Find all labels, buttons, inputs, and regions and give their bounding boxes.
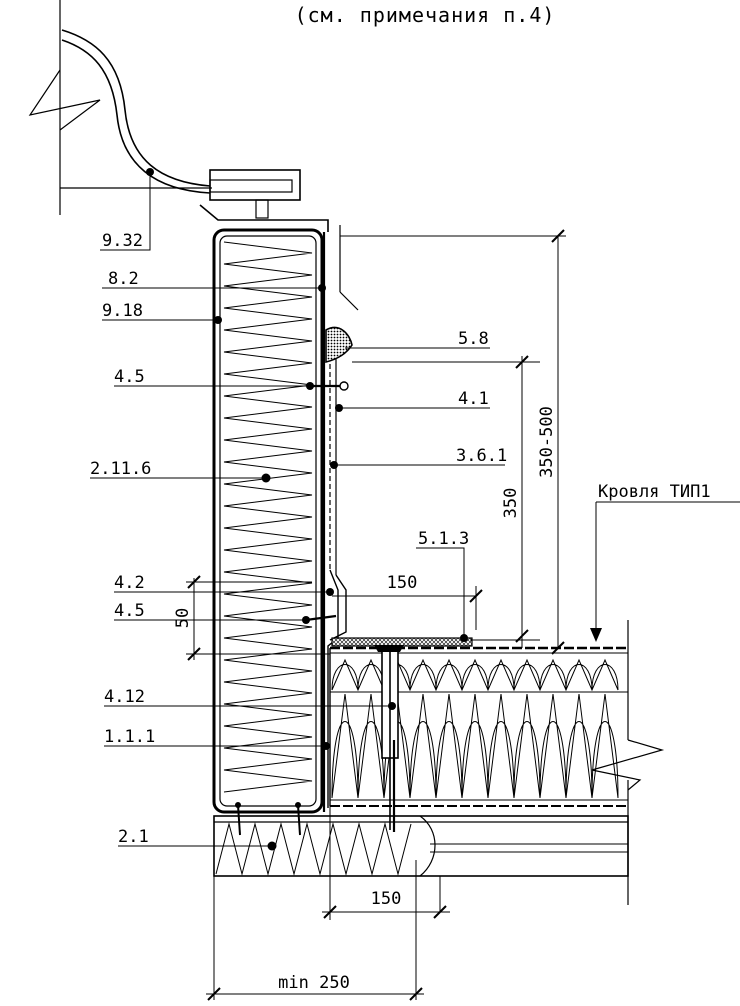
callout-2-1: 2.1 (118, 827, 149, 847)
parapet-insulation-panel (212, 228, 324, 836)
adjacent-wall (28, 0, 212, 215)
dim-350-500: 350-500 (537, 406, 557, 478)
dim-350: 350 (501, 488, 521, 519)
callout-4-5-lower: 4.5 (114, 601, 145, 621)
callout-4-12: 4.12 (104, 687, 145, 707)
callout-2-11-6: 2.11.6 (90, 459, 151, 479)
callout-3-6-1: 3.6.1 (456, 446, 507, 466)
callout-4-1: 4.1 (458, 389, 489, 409)
dim-150-bottom: 150 (371, 889, 402, 909)
callout-labels: 9.32 8.2 9.18 4.5 2.11.6 4.2 4.5 4.12 1.… (90, 231, 711, 847)
dim-min-250: min 250 (278, 973, 350, 993)
dimension-labels: 350-500 350 150 50 150 min 250 (173, 406, 557, 993)
callout-dots (146, 168, 602, 851)
callout-roof-type: Кровля ТИП1 (598, 482, 711, 502)
callout-9-18: 9.18 (102, 301, 143, 321)
roof-insulation (329, 620, 665, 905)
callout-5-8: 5.8 (458, 329, 489, 349)
callout-1-1-1: 1.1.1 (104, 727, 155, 747)
base-slab (213, 815, 629, 912)
callout-leaders (90, 172, 740, 847)
dim-50: 50 (173, 608, 193, 628)
parapet-face-layers (305, 232, 353, 812)
dim-150-top: 150 (387, 573, 418, 593)
dimension-lines (186, 229, 566, 1001)
flexible-cover-curve (61, 29, 211, 194)
callout-8-2: 8.2 (108, 269, 139, 289)
callout-4-2: 4.2 (114, 573, 145, 593)
callout-5-1-3: 5.1.3 (418, 529, 469, 549)
callout-4-5-upper: 4.5 (114, 367, 145, 387)
header-note: (см. примечания п.4) (295, 3, 556, 27)
callout-9-32: 9.32 (102, 231, 143, 251)
